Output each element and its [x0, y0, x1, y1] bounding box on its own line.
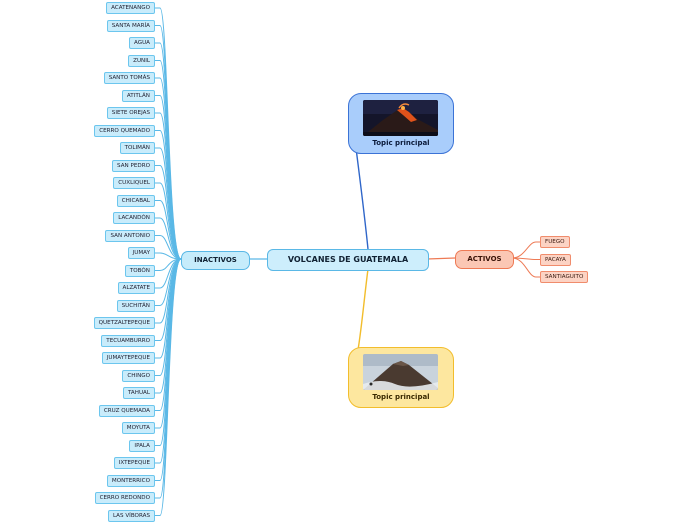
inactive-volcano-item[interactable]: MOYUTA	[121, 422, 155, 434]
inactive-volcano-item[interactable]: ACATENANGO	[106, 2, 155, 14]
inactive-leaf-connector	[155, 252, 182, 260]
inactive-volcano-item[interactable]: TOLIMÁN	[119, 142, 155, 154]
active-volcano-item[interactable]: PACAYA	[540, 253, 571, 266]
inactive-volcano-item[interactable]: QUETZALTEPEQUE	[93, 317, 155, 329]
center-to-topic-bottom-line	[357, 268, 369, 351]
inactive-volcano-item[interactable]: IXTEPEQUE	[113, 457, 155, 469]
inactive-volcano-item[interactable]: MONTERRICO	[106, 474, 155, 487]
inactive-volcano-item[interactable]: SIETE OREJAS	[106, 107, 155, 119]
inactive-leaf-connector	[155, 235, 182, 260]
inactive-volcano-item[interactable]: SUCHITÁN	[116, 299, 155, 312]
inactive-volcano-item[interactable]: SAN ANTONIO	[105, 229, 155, 242]
inactive-volcano-item[interactable]: SANTO TOMÁS	[103, 72, 155, 84]
inactive-volcano-item[interactable]: CERRO QUEMADO	[94, 124, 155, 137]
inactive-volcano-item[interactable]: JUMAYTEPEQUE	[101, 352, 155, 364]
inactive-leaf-connector	[155, 147, 182, 260]
inactive-volcano-item[interactable]: LACANDÓN	[113, 212, 155, 224]
center-to-topic-top-line	[355, 147, 369, 250]
inactive-volcano-item[interactable]: CRUZ QUEMADA	[98, 404, 155, 417]
inactive-volcano-item[interactable]: ATITLÁN	[121, 89, 155, 102]
active-leaf-connector	[511, 241, 540, 259]
inactive-volcano-item[interactable]: TOBÓN	[124, 264, 155, 277]
active-leaf-connector	[511, 257, 540, 278]
inactive-volcano-item[interactable]: IPALA	[129, 439, 155, 452]
central-topic[interactable]: VOLCANES DE GUATEMALA	[267, 249, 429, 271]
inactive-volcano-item[interactable]: CUXLIQUEL	[113, 177, 155, 189]
volcano-clouds-image	[363, 354, 438, 390]
topic-principal-top[interactable]: Topic principal	[348, 93, 454, 154]
inactive-leaf-connector	[155, 182, 182, 260]
topic-principal-bottom[interactable]: Topic principal	[348, 347, 454, 408]
inactive-volcano-item[interactable]: AGUA	[129, 37, 155, 49]
erupting-volcano-image	[363, 100, 438, 136]
inactive-volcano-item[interactable]: TAHUAL	[122, 387, 155, 399]
inactive-volcano-item[interactable]: TECUAMBURRO	[101, 334, 155, 347]
active-volcano-item[interactable]: FUEGO	[540, 236, 570, 248]
topic-top-label: Topic principal	[372, 139, 430, 147]
active-volcano-item[interactable]: SANTIAGUITO	[540, 271, 589, 283]
inactive-volcano-item[interactable]: JUMAY	[127, 247, 155, 259]
inactivos-branch[interactable]: INACTIVOS	[181, 251, 250, 270]
inactive-volcano-item[interactable]: SANTA MARÍA	[106, 19, 155, 32]
topic-bottom-label: Topic principal	[372, 393, 430, 401]
inactive-leaf-connector	[155, 258, 182, 516]
inactive-leaf-connector	[155, 217, 182, 260]
inactive-volcano-item[interactable]: ZUNIL	[128, 54, 155, 67]
inactive-volcano-item[interactable]: CERRO REDONDO	[94, 492, 155, 504]
activos-branch[interactable]: ACTIVOS	[455, 250, 514, 269]
inactive-volcano-item[interactable]: SAN PEDRO	[112, 159, 155, 172]
inactive-volcano-item[interactable]: CHICABAL	[116, 194, 155, 207]
inactive-volcano-item[interactable]: ALZATATE	[117, 282, 155, 294]
center-to-activos-line	[426, 257, 456, 260]
inactive-leaf-connector	[155, 165, 182, 260]
inactive-volcano-item[interactable]: LAS VÍBORAS	[107, 509, 155, 522]
inactive-volcano-item[interactable]: CHINGO	[122, 369, 155, 382]
